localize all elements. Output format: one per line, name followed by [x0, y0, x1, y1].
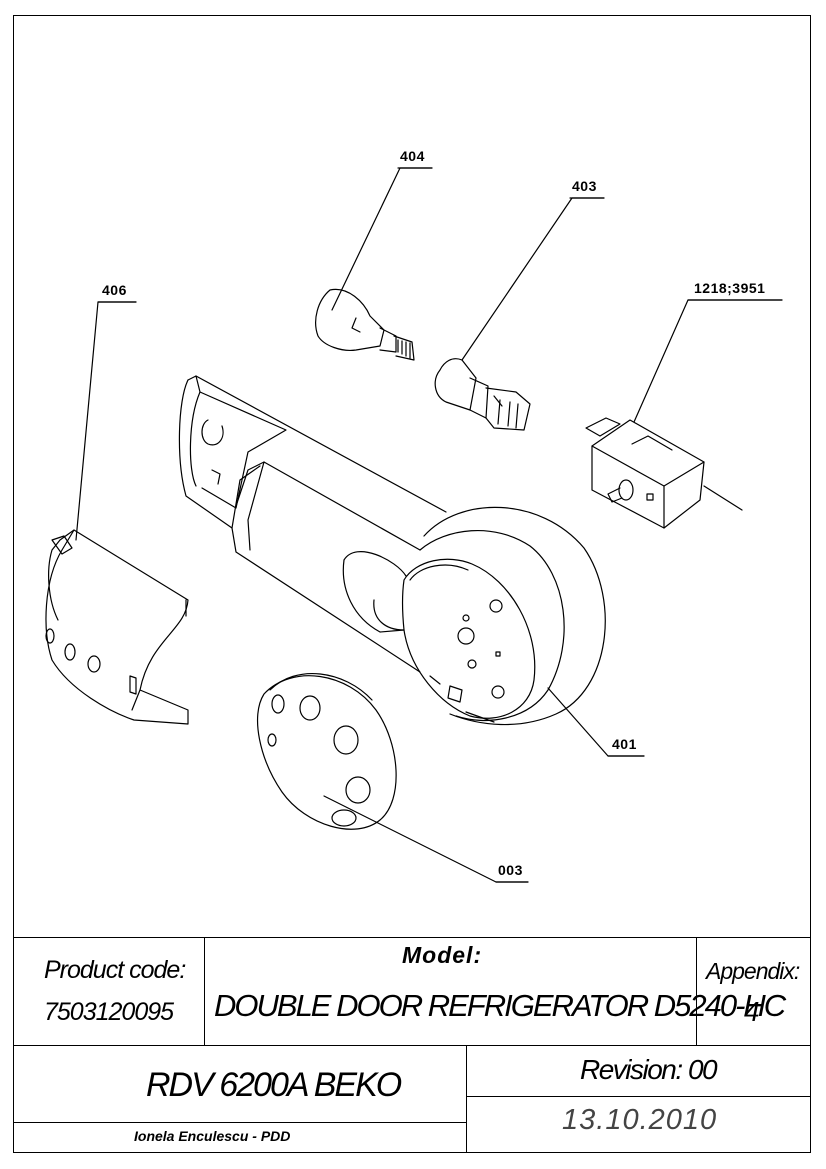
drawing-frame [13, 15, 811, 1153]
product-name: RDV 6200A BEKO [146, 1066, 402, 1104]
part-401-housing [178, 375, 606, 726]
product-code-label: Product code: [44, 956, 186, 984]
callout-003: 003 [498, 862, 523, 878]
leader-1218 [633, 299, 783, 423]
author: Ionela Enculescu - PDD [134, 1128, 291, 1144]
date: 13.10.2010 [562, 1104, 718, 1136]
callout-406: 406 [102, 282, 127, 298]
title-block-divider [204, 937, 205, 1045]
part-403-lamp-holder [434, 358, 531, 431]
part-404-bulb [315, 288, 415, 361]
title-block-divider [13, 1045, 811, 1046]
leader-406 [75, 301, 137, 541]
title-block-divider [466, 1096, 811, 1097]
title-block-top-border [13, 937, 811, 938]
part-1218-switch [585, 417, 743, 529]
revision: Revision: 00 [580, 1054, 718, 1085]
title-block-divider [696, 937, 697, 1045]
leader-404 [331, 167, 433, 311]
callout-401: 401 [612, 736, 637, 752]
model-label: Model: [402, 942, 483, 968]
appendix-value: 4 [744, 996, 760, 1027]
title-block-divider [466, 1045, 467, 1153]
product-code-value: 7503120095 [44, 998, 174, 1026]
leader-403 [461, 197, 605, 361]
part-406-bracket [45, 529, 189, 725]
exploded-parts-drawing [45, 167, 783, 883]
callout-404: 404 [400, 148, 425, 164]
appendix-label: Appendix: [706, 958, 800, 984]
callout-1218-3951: 1218;3951 [694, 280, 766, 296]
model-value: DOUBLE DOOR REFRIGERATOR D5240-HC [214, 988, 786, 1023]
title-block-divider [13, 1122, 466, 1123]
callout-403: 403 [572, 178, 597, 194]
part-003-diffuser [257, 672, 397, 830]
